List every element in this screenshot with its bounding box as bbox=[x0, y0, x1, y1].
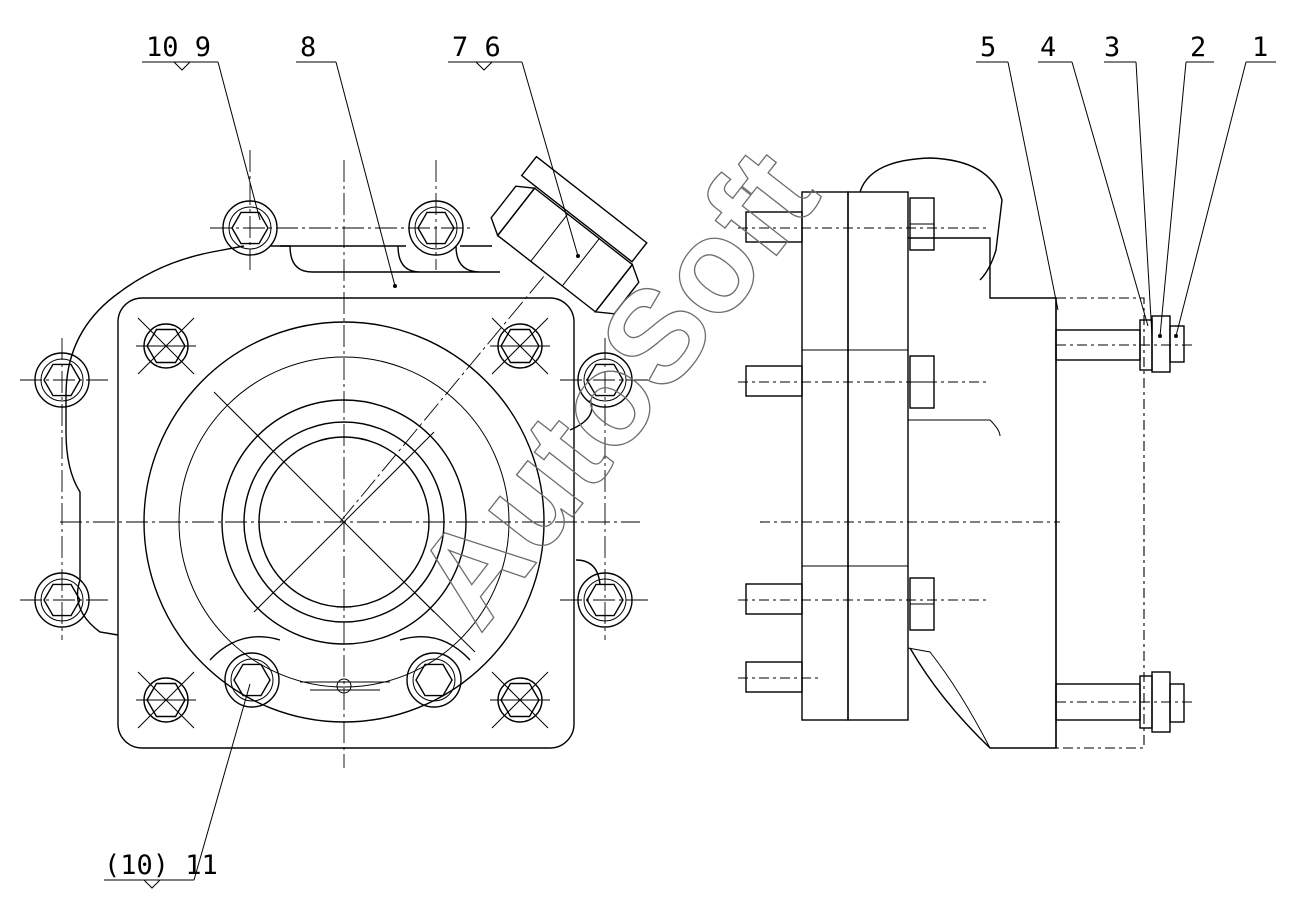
callouts: 10 9 8 7 6 5 4 3 2 1 (10) 11 bbox=[104, 32, 1276, 889]
nut-icon bbox=[135, 317, 197, 375]
nut-icon bbox=[489, 671, 551, 729]
bolt-icon bbox=[406, 652, 462, 708]
callout-label: 5 bbox=[980, 32, 996, 63]
watermark: AutoSoft bbox=[386, 123, 845, 653]
callout-label: 2 bbox=[1190, 32, 1206, 63]
nut-icon bbox=[135, 671, 197, 729]
square-flange bbox=[117, 297, 575, 749]
callout-label: 7 6 bbox=[452, 32, 501, 63]
pump-body bbox=[908, 237, 1057, 749]
callout-label: 4 bbox=[1040, 32, 1056, 63]
callout-label: 8 bbox=[300, 32, 316, 63]
angled-fitting bbox=[490, 155, 648, 315]
callout-label: (10) 11 bbox=[104, 850, 218, 881]
callout-label: 10 9 bbox=[146, 32, 211, 63]
top-flange bbox=[270, 245, 500, 273]
side-view bbox=[738, 157, 1196, 749]
callout-label: 1 bbox=[1252, 32, 1268, 63]
callout-label: 3 bbox=[1104, 32, 1120, 63]
front-view bbox=[20, 150, 650, 768]
